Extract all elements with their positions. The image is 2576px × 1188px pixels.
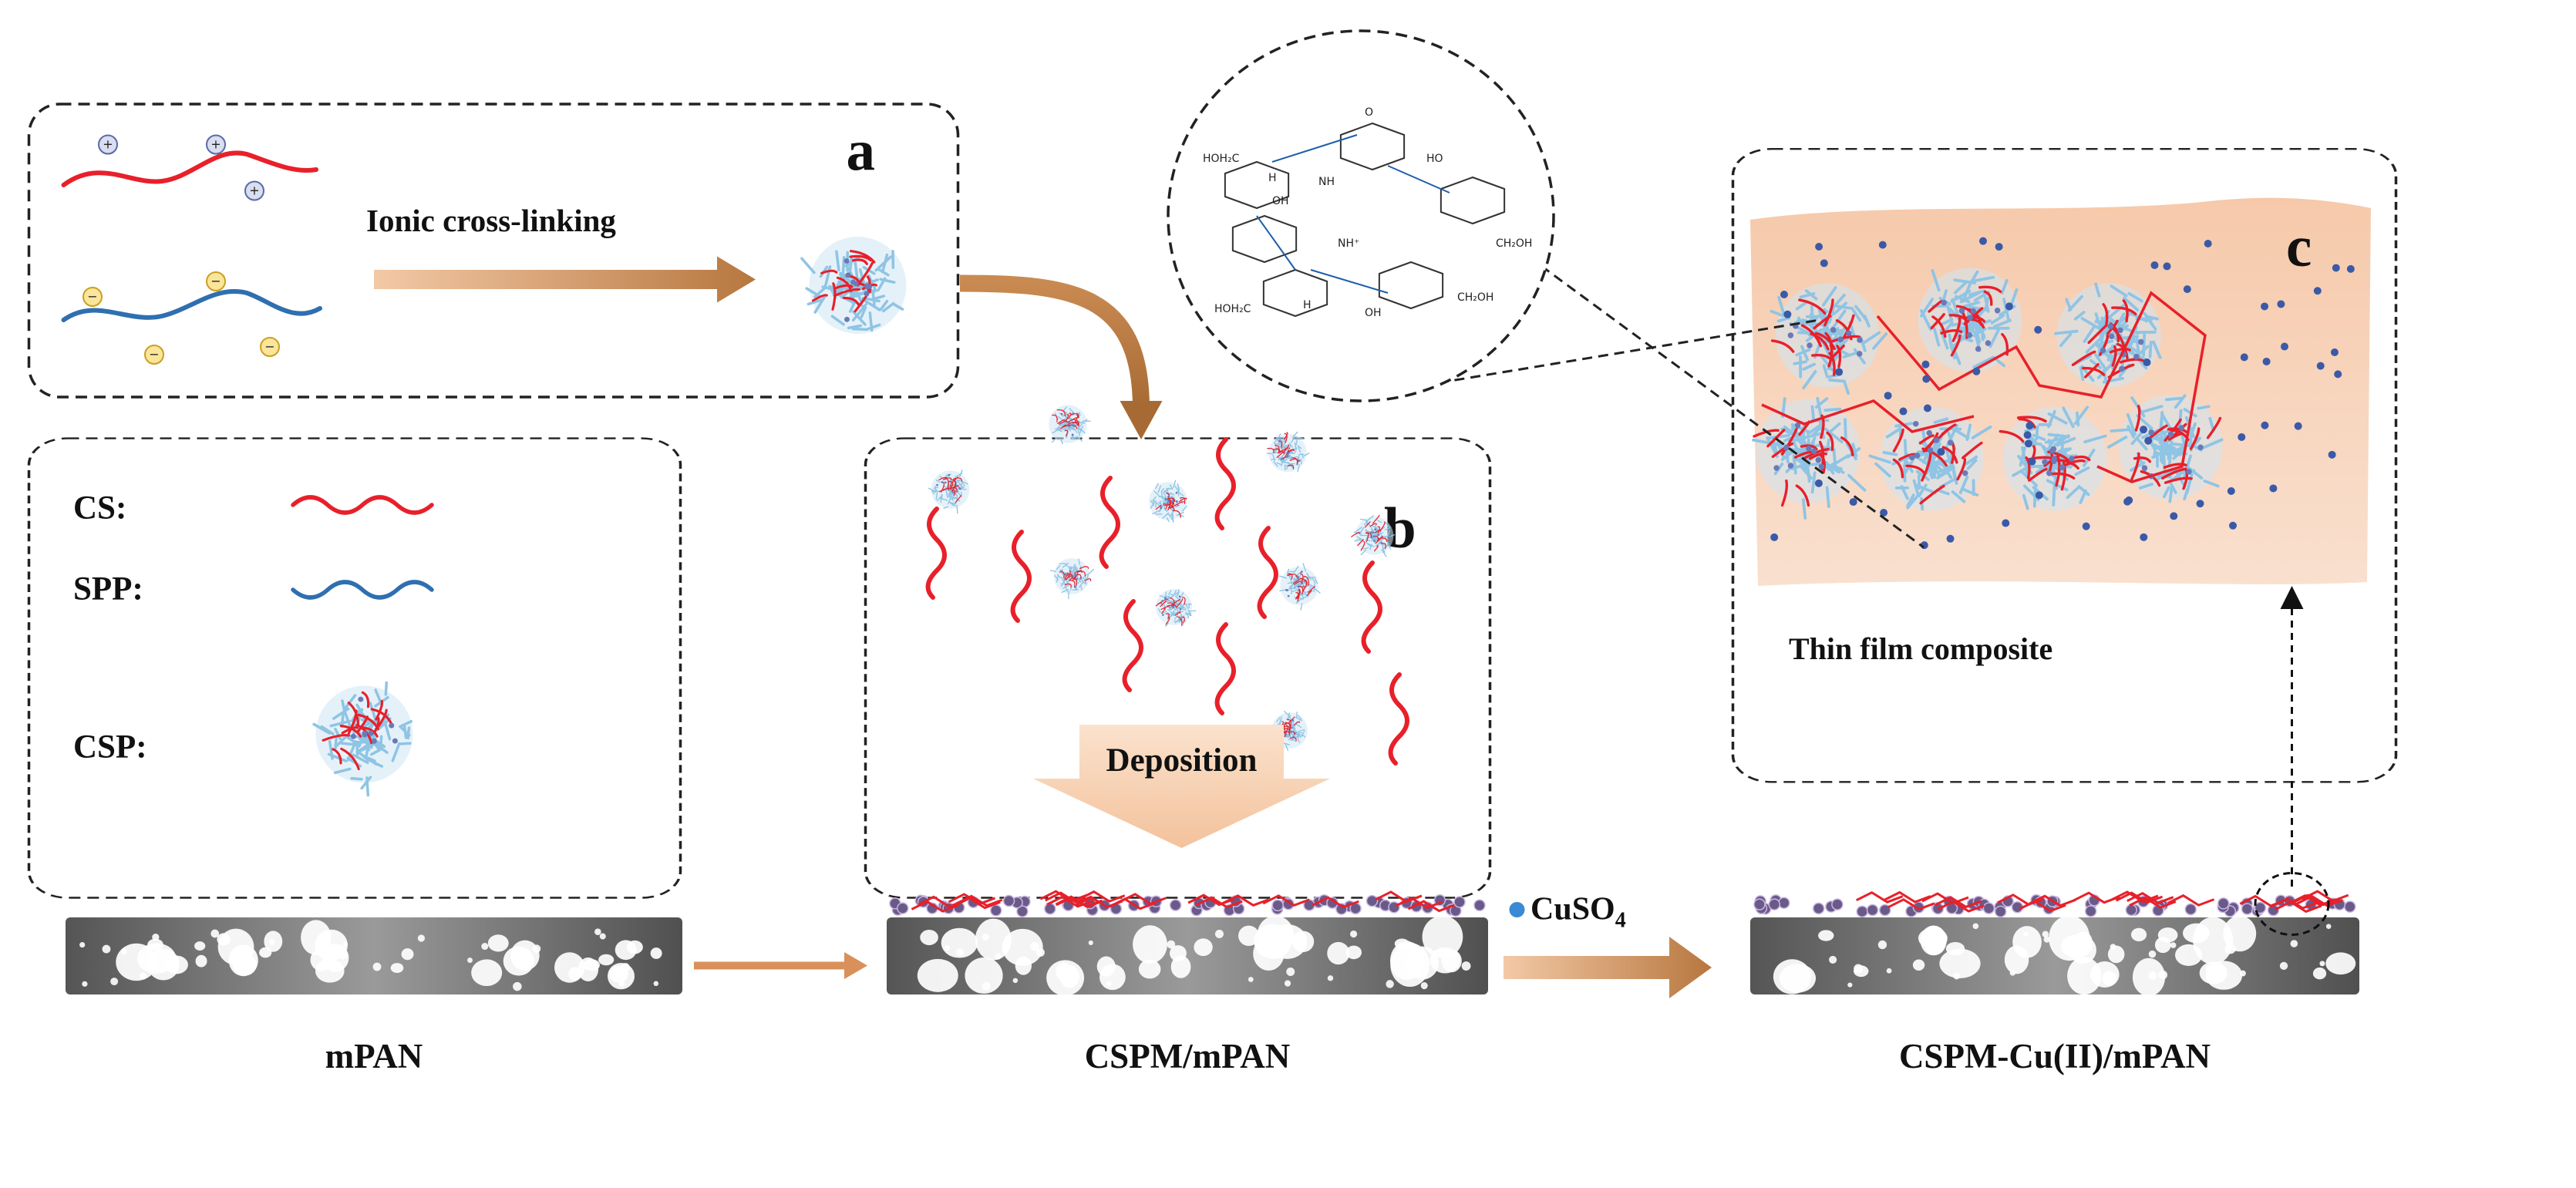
- svg-text:H: H: [1303, 299, 1312, 311]
- svg-text:−: −: [264, 339, 274, 354]
- legend-label-csp: CSP:: [73, 729, 147, 766]
- negative-charge-icon: −: [260, 337, 280, 357]
- csp-particle-icon: [1752, 396, 1867, 520]
- cs-chain-icon: [925, 506, 947, 600]
- cuso4-label: CuSO4: [1530, 892, 1626, 933]
- thin-film-layer: [1750, 197, 2371, 586]
- cu-crosslink-group: [1761, 237, 2355, 550]
- svg-text:OH: OH: [1272, 195, 1289, 207]
- cs-chain-icon: [1257, 526, 1278, 619]
- svg-text:HO: HO: [1426, 153, 1443, 165]
- svg-text:−: −: [149, 347, 159, 362]
- cs-chain-icon: [1388, 672, 1409, 766]
- panel-a: + + + − − − − Ionic c: [27, 103, 960, 399]
- positive-charge-icon: +: [98, 134, 118, 155]
- csp-particle-icon: [1868, 406, 1992, 511]
- curved-arrow-a-to-b: [959, 274, 1163, 439]
- cspm-mpan-label: CSPM/mPAN: [1085, 1037, 1291, 1075]
- svg-text:+: +: [249, 183, 259, 198]
- csp-particle-icon: [2106, 394, 2224, 503]
- csp-particle-icon: [1351, 514, 1396, 557]
- panel-c-letter: c: [2286, 215, 2312, 279]
- csp-particle-icon: [928, 469, 970, 514]
- svg-text:−: −: [210, 274, 221, 288]
- svg-text:CH₂OH: CH₂OH: [1457, 291, 1493, 304]
- panel-c-frame: [1731, 147, 2398, 783]
- cs-chain-icon: [1010, 530, 1032, 623]
- panel-a-frame: [27, 103, 960, 399]
- cspm-cu-mpan-label: CSPM-Cu(II)/mPAN: [1899, 1037, 2211, 1075]
- svg-text:NH⁺: NH⁺: [1338, 237, 1359, 250]
- substrate-cspm-mpan: [887, 890, 1488, 996]
- svg-text:HOH₂C: HOH₂C: [1203, 153, 1240, 165]
- csp-particle-icon: [1770, 283, 1888, 395]
- panel-b: b Deposition: [864, 405, 1492, 899]
- panel-b-frame: [864, 437, 1492, 899]
- panel-a-letter: a: [847, 119, 876, 183]
- csp-particle-icon: [1049, 405, 1091, 445]
- substrate-cspm-cu-mpan: [1750, 872, 2359, 997]
- legend-label-cs: CS:: [73, 490, 126, 527]
- svg-text:+: +: [210, 137, 221, 152]
- cs-chains-group: [925, 437, 1409, 766]
- mpan-label: mPAN: [325, 1037, 423, 1075]
- svg-text:O: O: [1365, 106, 1373, 119]
- deposition-label: Deposition: [1106, 742, 1258, 779]
- csp-particle-icon: [800, 237, 907, 334]
- csp-particle-icon: [1149, 480, 1187, 523]
- svg-text:CH₂OH: CH₂OH: [1496, 237, 1532, 250]
- svg-text:−: −: [87, 289, 97, 304]
- zoom-structure-circle: HOH₂C H OH NH HO O CH₂OH NH⁺ HOH₂C H OH CH₂OH: [1167, 29, 1924, 549]
- deposition-arrow: [1033, 725, 1330, 848]
- panel-c: c Thin film composite: [1731, 147, 2398, 887]
- csp-particle-icon: [1278, 563, 1321, 611]
- positive-charge-icon: +: [206, 134, 226, 155]
- panel-legend-frame: [27, 437, 682, 899]
- csp-particles-group: [928, 405, 1396, 752]
- nanoparticle-icon: [312, 681, 413, 797]
- thin-film-label: Thin film composite: [1789, 631, 2052, 666]
- arrow-cuso4: [1504, 937, 1712, 998]
- cs-chain-icon: [61, 150, 318, 187]
- spp-chain-icon: [61, 289, 322, 322]
- cs-chain-icon: [1099, 476, 1120, 569]
- svg-text:HOH₂C: HOH₂C: [1214, 303, 1251, 315]
- svg-text:+: +: [103, 137, 113, 152]
- ionic-crosslinking-label: Ionic cross-linking: [366, 203, 616, 238]
- csp-particle-icon: [1155, 588, 1197, 627]
- arrow-mpan-to-b: [694, 952, 867, 979]
- negative-charge-icon: −: [206, 271, 226, 291]
- csp-particle-icon: [1049, 558, 1094, 600]
- negative-charge-icon: −: [82, 287, 103, 307]
- positive-charge-icon: +: [244, 180, 264, 201]
- red-wavy-chain-icon: [291, 495, 434, 515]
- blue-wavy-chain-icon: [291, 580, 434, 600]
- cs-chain-icon: [1214, 622, 1236, 715]
- substrate-mpan: [66, 917, 682, 994]
- cs-chain-icon: [1214, 437, 1236, 530]
- ionic-crosslinking-arrow: [374, 256, 756, 303]
- cu-ion-icon: [1509, 902, 1525, 917]
- legend-label-spp: SPP:: [73, 571, 143, 607]
- cs-chain-icon: [1361, 560, 1382, 654]
- csp-particle-icon: [1266, 431, 1310, 473]
- csp-particle-icon: [2054, 282, 2162, 388]
- svg-text:OH: OH: [1365, 307, 1382, 319]
- csp-particle-icon: [1918, 268, 2022, 372]
- zoom-marker-circle: [2254, 872, 2330, 936]
- negative-charge-icon: −: [144, 345, 164, 365]
- svg-text:H: H: [1268, 172, 1277, 184]
- chemical-structure-icon: HOH₂C H OH NH HO O CH₂OH NH⁺ HOH₂C H OH CH₂OH: [1203, 106, 1532, 319]
- panel-legend: CS: SPP: CSP:: [27, 437, 682, 899]
- svg-text:NH: NH: [1318, 176, 1335, 188]
- cs-chain-icon: [1122, 599, 1143, 692]
